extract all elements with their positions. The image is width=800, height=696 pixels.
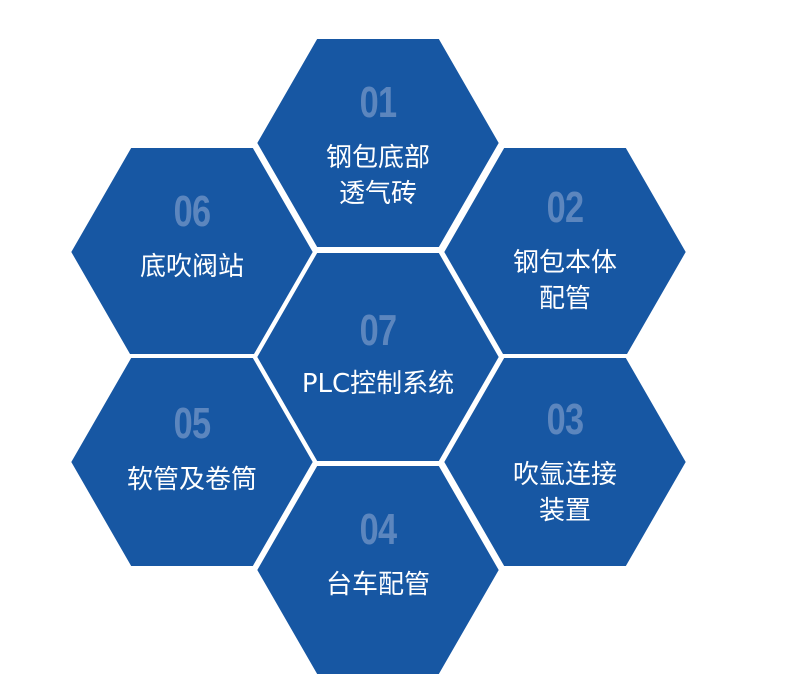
- item-label: 底吹阀站: [139, 252, 244, 282]
- hex-item-06: 06 底吹阀站: [69, 145, 315, 359]
- hex-item-02: 02 钢包本体 配管: [442, 145, 688, 359]
- hex-item-07-center: 07 PLC控制系统: [255, 250, 501, 464]
- item-number: 02: [546, 183, 584, 232]
- item-label: 钢包底部 透气砖: [325, 143, 430, 209]
- item-number: 01: [359, 78, 397, 127]
- item-label: 台车配管: [325, 570, 430, 600]
- item-label: 钢包本体 配管: [512, 248, 617, 314]
- hex-04-shape: [252, 462, 504, 678]
- item-label: PLC控制系统: [301, 369, 455, 399]
- hex-item-04: 04 台车配管: [255, 463, 501, 677]
- item-number: 06: [173, 187, 211, 236]
- hex-item-03: 03 吹氩连接 装置: [442, 355, 688, 569]
- item-number: 04: [359, 505, 397, 554]
- item-label: 软管及卷筒: [126, 465, 257, 495]
- item-label: 吹氩连接 装置: [512, 460, 617, 526]
- item-number: 05: [173, 399, 211, 448]
- hex-03-shape: [439, 354, 691, 570]
- hex-item-01: 01 钢包底部 透气砖: [255, 36, 501, 250]
- item-number: 07: [359, 306, 397, 355]
- item-number: 03: [546, 395, 584, 444]
- hex-item-05: 05 软管及卷筒: [69, 355, 315, 569]
